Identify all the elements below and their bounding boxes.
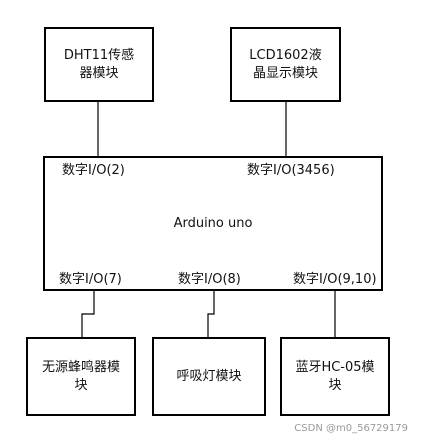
connector-breathing-light <box>207 290 215 337</box>
arduino-board-box: Arduino uno <box>43 156 383 291</box>
breathing-light-module-box: 呼吸灯模块 <box>152 337 266 416</box>
arduino-board-name: Arduino uno <box>173 215 253 231</box>
connector-buzzer <box>81 290 95 337</box>
bluetooth-module-box: 蓝牙HC-05模 块 <box>280 337 390 416</box>
dht11-module-box: DHT11传感 器模块 <box>44 27 154 102</box>
lcd1602-module-box: LCD1602液 晶显示模块 <box>230 27 341 102</box>
port-label-dht11: 数字I/O(2) <box>62 163 125 178</box>
breathing-light-module-label: 呼吸灯模块 <box>176 368 242 384</box>
lcd1602-module-label-line2: 晶显示模块 <box>252 65 318 81</box>
bluetooth-module-label-line1: 蓝牙HC-05模 <box>295 359 375 375</box>
port-label-lcd1602: 数字I/O(3456) <box>247 163 335 178</box>
port-label-buzzer: 数字I/O(7) <box>59 272 122 287</box>
port-label-breathing-light: 数字I/O(8) <box>178 272 241 287</box>
buzzer-module-box: 无源蜂鸣器模 块 <box>26 337 136 416</box>
dht11-module-label-line1: DHT11传感 <box>63 47 135 63</box>
lcd1602-module-label-line1: LCD1602液 <box>249 47 322 63</box>
port-label-bluetooth: 数字I/O(9,10) <box>293 272 377 287</box>
watermark-text: CSDN @m0_56729179 <box>294 423 408 434</box>
buzzer-module-label-line1: 无源蜂鸣器模 <box>41 359 120 375</box>
dht11-module-label-line2: 器模块 <box>79 65 119 81</box>
buzzer-module-label-line2: 块 <box>74 377 88 393</box>
bluetooth-module-label-line2: 块 <box>328 377 342 393</box>
